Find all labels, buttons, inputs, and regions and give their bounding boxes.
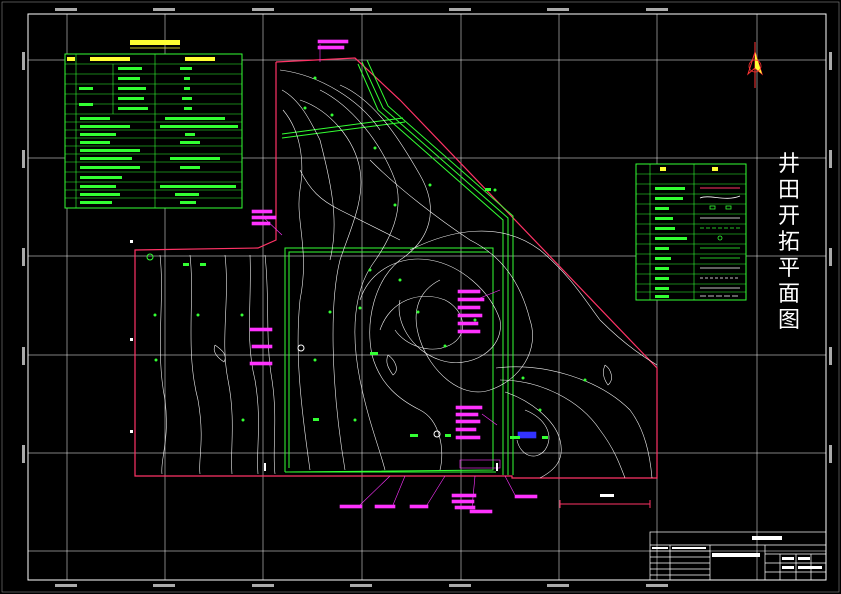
- title-block-text: [652, 536, 822, 569]
- drawing-title-char: 井: [777, 152, 800, 177]
- title-block: [649, 531, 827, 581]
- drawing-title-char: 田: [777, 178, 800, 203]
- shaft-marker: [146, 253, 154, 261]
- legend-table: [635, 163, 747, 301]
- drawing-title-char: 平: [777, 256, 800, 281]
- drawing-title: 井 田 开 拓 平 面 图: [772, 152, 806, 334]
- scale-bar: [559, 500, 651, 508]
- drawing-title-char: 面: [777, 282, 800, 307]
- shaft-marker: [297, 344, 305, 352]
- drawing-title-char: 开: [777, 204, 800, 229]
- shaft-marker: [433, 430, 441, 438]
- drawing-title-char: 拓: [777, 230, 800, 255]
- field-boundary: [134, 57, 658, 479]
- drawing-title-char: 图: [777, 308, 800, 333]
- contour-lines: [159, 69, 658, 479]
- coordinate-ticks: [22, 8, 832, 587]
- survey-points: [153, 76, 587, 439]
- annotations: [249, 39, 538, 514]
- parameters-table: [64, 40, 243, 209]
- inner-frame: [27, 13, 827, 581]
- north-arrow-icon: [746, 42, 764, 88]
- roadways: [281, 59, 514, 475]
- scale-label: [600, 494, 614, 497]
- misc-markers: [130, 240, 498, 471]
